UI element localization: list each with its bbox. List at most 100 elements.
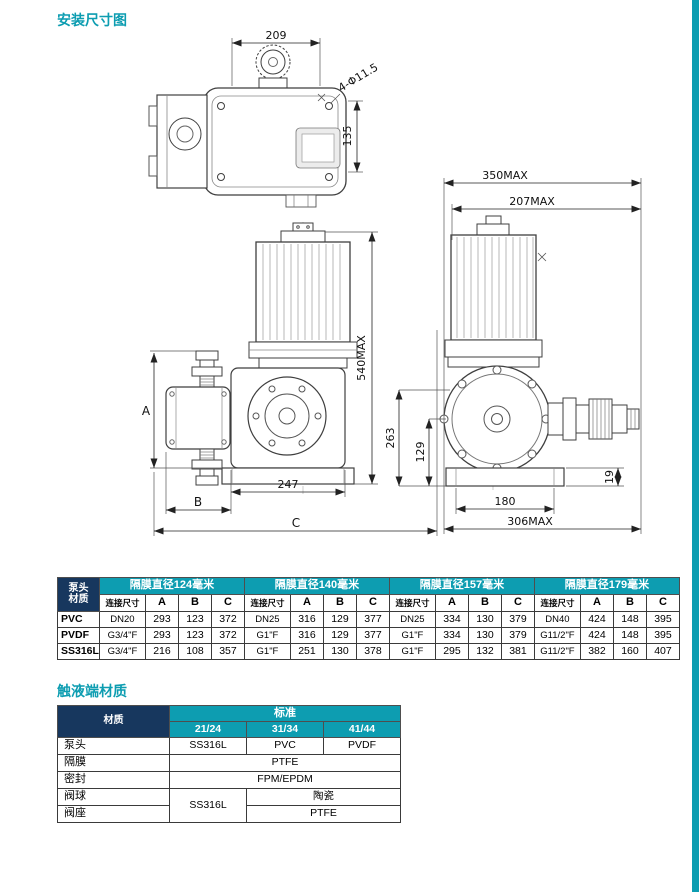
table2-col-2124: 21/24 <box>169 721 247 738</box>
table-row-diaphragm: 隔膜 PTFE <box>57 754 401 772</box>
table2-cell: PVDF <box>323 737 401 755</box>
dim-135-label: 135 <box>341 126 354 147</box>
table1-cell: 293 <box>144 627 179 644</box>
table1-cell: 130 <box>467 627 502 644</box>
table1-cell: DN20 <box>98 611 146 628</box>
table1-group-header-179: 隔膜直径179毫米 <box>533 577 680 595</box>
table1-cell: G3/4"F <box>98 627 146 644</box>
corner-line2: 材质 <box>68 593 89 605</box>
table1-cell: 129 <box>322 611 357 628</box>
table1-cell: 377 <box>355 611 390 628</box>
dim-263-label: 263 <box>384 428 397 449</box>
page-title: 安装尺寸图 <box>57 12 127 28</box>
table1-cell: G1"F <box>388 627 436 644</box>
table1-cell: G1"F <box>388 643 436 660</box>
table-row-valve-seat: 阀座 PTFE <box>57 805 401 823</box>
table1-cell: 424 <box>579 627 614 644</box>
dim-180-label: 180 <box>495 495 516 508</box>
dim-306-label: 306MAX <box>507 515 553 528</box>
table-row-ss316l: SS316L G3/4"F 216 108 357 G1"F 251 130 3… <box>57 643 680 660</box>
row-label: 泵头 <box>57 737 170 755</box>
table1-cell: 377 <box>355 627 390 644</box>
table1-cell: G11/2"F <box>533 643 581 660</box>
col-c-header: C <box>355 594 390 612</box>
row-label: 阀座 <box>57 805 170 823</box>
col-a-header: A <box>579 594 614 612</box>
table1-cell: 316 <box>289 611 324 628</box>
table2-col-4144: 41/44 <box>323 721 401 738</box>
table1-corner-header: 泵头 材质 <box>57 577 100 612</box>
table2-cell: PVC <box>246 737 324 755</box>
table2-standard-header: 标准 <box>169 705 401 722</box>
table1-cell: 379 <box>500 627 535 644</box>
row-label: 密封 <box>57 771 170 789</box>
installation-drawing: 209 4-Φ11.5 135 A 540MAX 247 B C 350MAX … <box>142 29 642 536</box>
col-b-header: B <box>467 594 502 612</box>
table1-cell: 407 <box>645 643 680 660</box>
row-label: 隔膜 <box>57 754 170 772</box>
table1-cell: DN25 <box>388 611 436 628</box>
conn-size-header: 连接尺寸 <box>533 594 581 612</box>
table-row-pump-head: 泵头 SS316L PVC PVDF <box>57 737 401 755</box>
table1-cell: 295 <box>434 643 469 660</box>
table1-group-header-157: 隔膜直径157毫米 <box>388 577 535 595</box>
table1-cell: 372 <box>210 627 245 644</box>
table1-cell: 123 <box>177 611 212 628</box>
front-view <box>165 222 358 495</box>
dim-207-label: 207MAX <box>509 195 555 208</box>
table1-cell: 123 <box>177 627 212 644</box>
table1-cell: 316 <box>289 627 324 644</box>
table-row-pvdf: PVDF G3/4"F 293 123 372 G1"F 316 129 377… <box>57 627 680 644</box>
dim-540-label: 540MAX <box>355 335 368 381</box>
dim-209-label: 209 <box>266 29 287 42</box>
pump-head <box>165 350 231 486</box>
table1-cell: 130 <box>322 643 357 660</box>
page-edge-accent-strip <box>692 0 699 892</box>
conn-size-header: 连接尺寸 <box>98 594 146 612</box>
table1-cell: 130 <box>467 611 502 628</box>
table1-cell: 148 <box>612 611 647 628</box>
table1-cell: 424 <box>579 611 614 628</box>
table2-cell: PTFE <box>246 805 401 823</box>
col-a-header: A <box>434 594 469 612</box>
material-label: SS316L <box>57 643 100 660</box>
table1-cell: 129 <box>322 627 357 644</box>
valve-fitting <box>547 397 640 441</box>
table1-cell: G1"F <box>243 627 291 644</box>
table-row-seal: 密封 FPM/EPDM <box>57 771 401 789</box>
table1-cell: 395 <box>645 611 680 628</box>
table1-group-header-140: 隔膜直径140毫米 <box>243 577 390 595</box>
table1-cell: 216 <box>144 643 179 660</box>
col-a-header: A <box>144 594 179 612</box>
table1-cell: 372 <box>210 611 245 628</box>
table1-cell: 293 <box>144 611 179 628</box>
table1-cell: 334 <box>434 627 469 644</box>
table-row-pvc: PVC DN20 293 123 372 DN25 316 129 377 DN… <box>57 611 680 628</box>
table1-group-header-124: 隔膜直径124毫米 <box>98 577 245 595</box>
table1-cell: DN40 <box>533 611 581 628</box>
col-c-header: C <box>645 594 680 612</box>
row-label: 阀球 <box>57 788 170 806</box>
table2-cell: SS316L <box>169 737 247 755</box>
col-c-header: C <box>500 594 535 612</box>
table1-cell: G1"F <box>243 643 291 660</box>
table1-cell: 382 <box>579 643 614 660</box>
table1-cell: 357 <box>210 643 245 660</box>
material-label: PVC <box>57 611 100 628</box>
dimension-table: 泵头 材质 隔膜直径124毫米 隔膜直径140毫米 隔膜直径157毫米 隔膜直径… <box>57 577 680 660</box>
dim-a-label: A <box>142 404 151 418</box>
table1-cell: 160 <box>612 643 647 660</box>
dim-350-label: 350MAX <box>482 169 528 182</box>
table1-cell: 378 <box>355 643 390 660</box>
table2-col-3134: 31/34 <box>246 721 324 738</box>
table1-cell: 381 <box>500 643 535 660</box>
conn-size-header: 连接尺寸 <box>388 594 436 612</box>
table1-cell: 379 <box>500 611 535 628</box>
plan-view <box>148 44 347 208</box>
table1-cell: 148 <box>612 627 647 644</box>
dim-holes-label: 4-Φ11.5 <box>336 61 381 95</box>
table1-cell: 108 <box>177 643 212 660</box>
dim-247-label: 247 <box>278 478 299 491</box>
dimension-arrows <box>150 39 641 535</box>
